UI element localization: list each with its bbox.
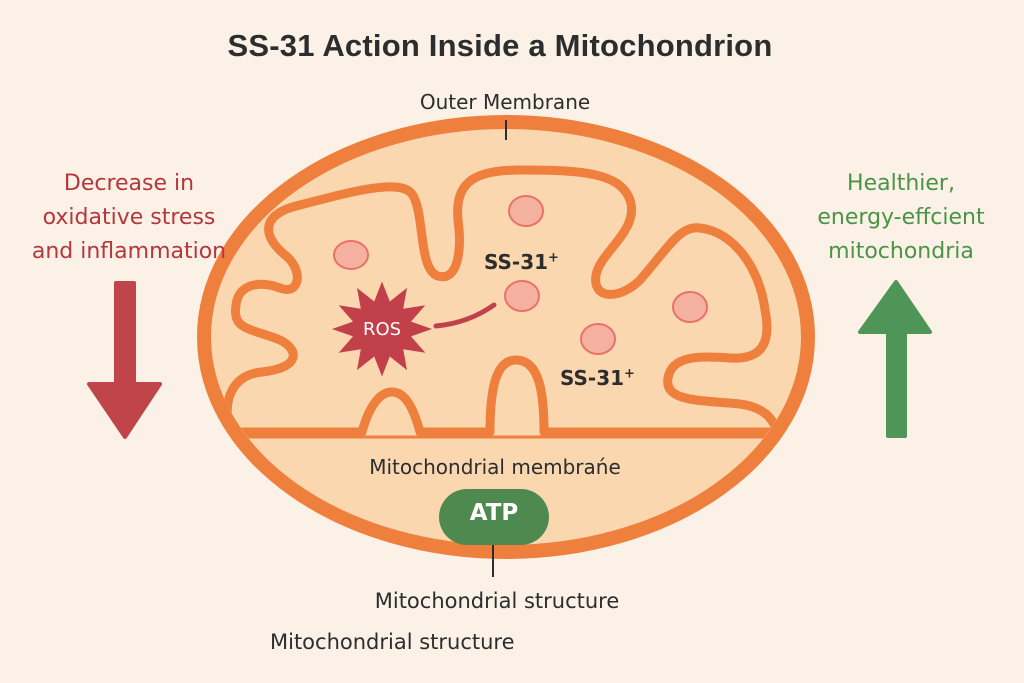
- increase-arrow-icon: [858, 280, 932, 438]
- atp-badge: [439, 489, 549, 545]
- ss31-charge: +: [624, 366, 635, 382]
- inner-membrane-base: [211, 355, 801, 437]
- decrease-effect-label: Decrease in oxidative stress and inflamm…: [14, 167, 244, 269]
- ros-label: ROS: [362, 319, 402, 340]
- healthier-effect-line: Healthier,: [847, 171, 955, 196]
- outer-membrane-label: Outer Membrane: [419, 90, 591, 114]
- ros-interaction-curve: [433, 302, 497, 329]
- ss31-vesicles: [333, 195, 708, 355]
- ss31-label: SS-31+: [484, 250, 559, 274]
- mitochondrial-membrane-label: Mitochondrial membrańe: [369, 455, 621, 479]
- outer-membrane: [197, 115, 815, 559]
- healthier-effect-line: mitochondria: [828, 239, 974, 264]
- page-title: SS-31 Action Inside a Mitochondrion: [227, 28, 773, 63]
- ss31-vesicle: [580, 323, 616, 355]
- decrease-effect-line: and inflammation: [31, 239, 227, 264]
- healthier-effect-line: energy-effcient: [817, 205, 985, 230]
- ss31-charge: +: [548, 250, 559, 266]
- decrease-arrow-icon: [87, 281, 162, 439]
- healthier-effect-label: Healthier, energy-effcient mitochondria: [792, 167, 1010, 269]
- ss31-vesicle: [672, 291, 708, 323]
- ros-starburst-icon: [332, 281, 432, 377]
- decrease-effect-line: oxidative stress: [42, 205, 216, 230]
- ss31-label-text: SS-31: [560, 366, 625, 390]
- ss31-vesicle: [333, 240, 369, 270]
- ss31-vesicle: [504, 280, 540, 312]
- atp-label: ATP: [469, 500, 519, 526]
- decrease-effect-line: Decrease in: [63, 171, 195, 196]
- inner-membrane-cristae: [222, 165, 783, 439]
- ss31-label-text: SS-31: [484, 250, 549, 274]
- structure-label-secondary: Mitochondrial structure: [270, 630, 515, 654]
- ss31-vesicle: [508, 195, 544, 227]
- structure-label-primary: Mitochondrial structure: [374, 589, 620, 613]
- ss31-label: SS-31+: [560, 366, 635, 390]
